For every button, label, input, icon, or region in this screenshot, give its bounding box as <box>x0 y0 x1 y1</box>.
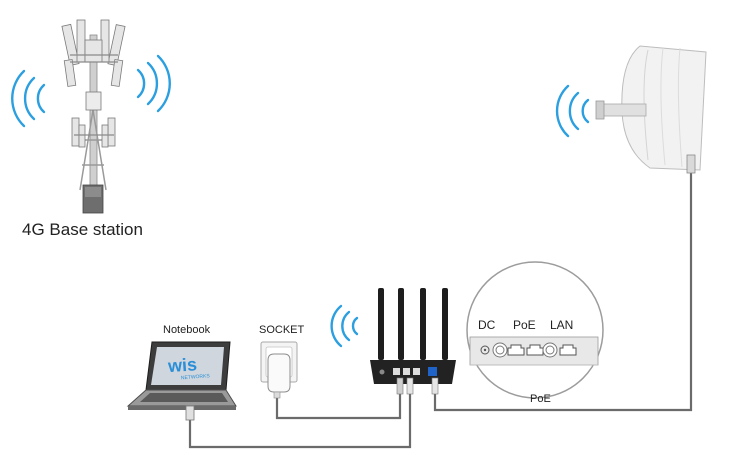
port-label-poe: PoE <box>513 318 536 332</box>
base-station-tower <box>11 19 171 214</box>
port-detail-zoom: DC PoE LAN <box>466 261 604 399</box>
cable-laptop-router <box>188 392 412 449</box>
port-label-lan: LAN <box>550 318 573 332</box>
power-socket-adapter <box>260 341 298 399</box>
cables <box>188 172 693 449</box>
router-wifi-icon <box>330 304 359 348</box>
socket-label: SOCKET <box>259 324 305 336</box>
cable-poe-cpe <box>433 172 693 412</box>
notebook-label: Notebook <box>163 324 211 336</box>
wifi-signal-icon <box>11 69 46 128</box>
base-station-label: 4G Base station <box>22 220 143 239</box>
wifi-signal-icon <box>136 54 171 113</box>
notebook-laptop: wis NETWORKS <box>126 341 237 421</box>
cable-socket-router <box>275 388 402 420</box>
outdoor-cpe <box>555 45 707 174</box>
wifi-signal-icon <box>555 84 590 138</box>
poe-cable-label: PoE <box>530 393 551 405</box>
wireless-router <box>370 288 456 395</box>
laptop-logo-sub: NETWORKS <box>181 373 211 381</box>
laptop-logo: wis <box>166 354 197 376</box>
port-label-dc: DC <box>478 318 496 332</box>
